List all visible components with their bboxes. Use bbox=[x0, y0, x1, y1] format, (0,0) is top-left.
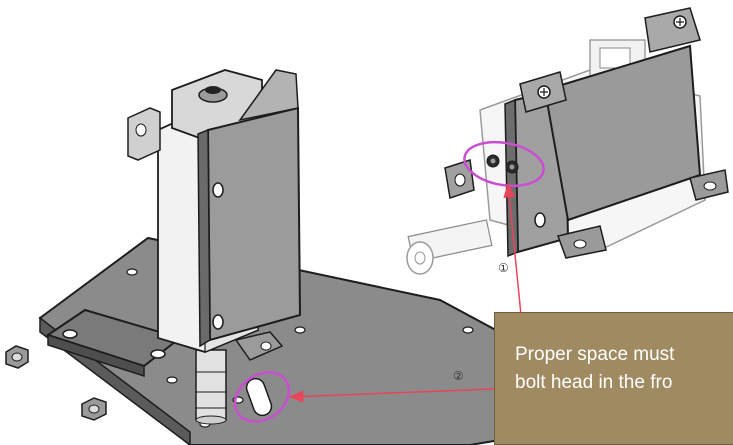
slot-hole-highlight bbox=[233, 371, 291, 423]
mounted-actuator bbox=[127, 69, 302, 425]
bolt-heads-highlight bbox=[463, 140, 545, 188]
step-marker-1: ① bbox=[498, 261, 509, 275]
callout-text-line-1: Proper space must bbox=[515, 344, 675, 365]
hex-nut-bottom bbox=[81, 397, 107, 421]
step-marker-2: ② bbox=[453, 369, 464, 383]
arrow-1 bbox=[503, 182, 523, 326]
arrow-2 bbox=[288, 388, 495, 403]
detail-actuator bbox=[406, 7, 729, 275]
hex-nut-left bbox=[5, 345, 29, 369]
callout-box: Proper space must bolt head in the fro bbox=[494, 312, 733, 445]
callout-text-line-2: bolt head in the fro bbox=[515, 372, 673, 393]
